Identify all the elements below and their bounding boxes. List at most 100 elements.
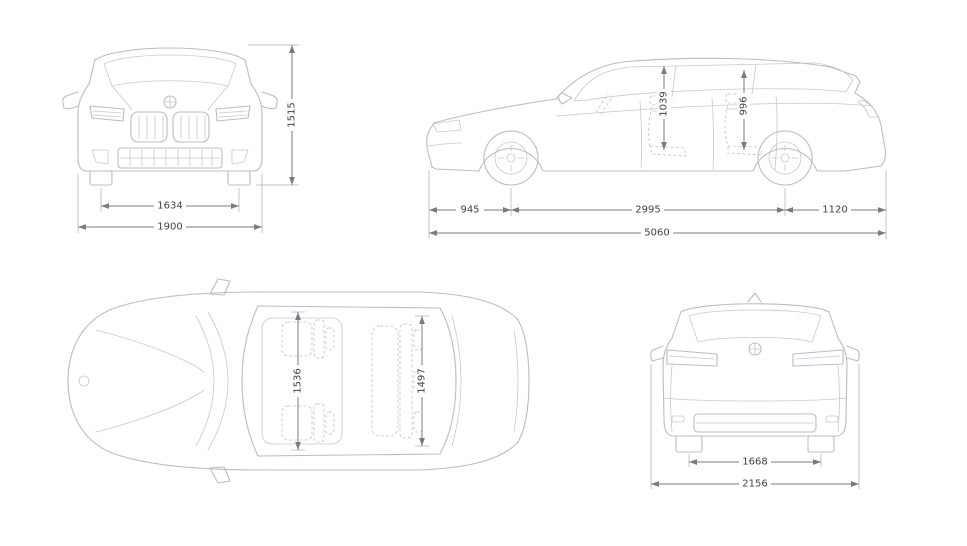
top-dimensions: 1536 1497 — [291, 311, 429, 451]
side-mirror — [557, 92, 573, 105]
front-seat-left-cushion — [281, 321, 313, 357]
rear-bench-cushion — [371, 325, 399, 437]
front-seat-right-headrest — [325, 411, 335, 435]
front-mirror-left — [62, 91, 79, 110]
front-seat-headrest — [649, 95, 664, 106]
front-dimensions: 1515 1634 1900 — [77, 44, 299, 234]
front-wheel-rim — [494, 141, 528, 175]
dim-label-rear-overhang: 1120 — [822, 205, 847, 216]
top-spoiler-edge — [513, 329, 519, 433]
rear-wheel-tire — [757, 130, 813, 186]
rear-wheel-hub — [780, 153, 790, 163]
top-sunroof — [261, 317, 343, 445]
top-body-outline — [67, 291, 530, 471]
side-length-dimensions: 945 2995 1120 5060 — [428, 170, 887, 240]
side-c-pillar — [751, 63, 757, 95]
side-interior-dimensions: 1039 996 — [657, 66, 751, 150]
front-side-scoop-left — [91, 149, 109, 165]
kidney-grille-right — [172, 111, 210, 143]
top-roof-panel — [241, 305, 457, 457]
top-view: 1536 1497 — [67, 278, 530, 484]
front-view: 1515 1634 1900 — [62, 44, 299, 234]
dim-label-front-interior-width: 1536 — [293, 368, 304, 393]
dim-label-front-overhang: 945 — [460, 205, 479, 216]
top-hood-crease-lower — [95, 389, 205, 433]
rear-wheel-right — [807, 435, 835, 453]
top-interior — [281, 319, 423, 443]
rear-wheel-left — [675, 435, 703, 453]
rear-tailgate-cut-right — [837, 365, 840, 433]
dim-label-wheelbase: 2995 — [635, 205, 660, 216]
rear-wheel-spokes — [771, 144, 799, 172]
front-seat-right-cushion — [281, 405, 313, 441]
taillight-right — [792, 349, 844, 367]
rear-dimensions: 1668 2156 — [650, 364, 860, 491]
rear-window — [688, 309, 822, 343]
dim-label-front-track: 1634 — [157, 201, 182, 212]
top-hood-crease-upper — [95, 329, 205, 373]
side-door-line-front — [639, 100, 643, 169]
dim-label-rear-headroom: 996 — [739, 96, 750, 115]
side-headlight — [432, 119, 462, 133]
rear-body-outline — [662, 303, 848, 437]
top-mirror-upper — [209, 278, 231, 296]
dim-label-rear-track: 1668 — [742, 457, 767, 468]
side-door-line-mid — [711, 97, 715, 170]
front-windshield — [103, 54, 237, 87]
side-front-bumper-line — [427, 142, 463, 147]
front-wheel-right — [227, 170, 251, 186]
grille-slats — [138, 115, 206, 140]
front-seat-right-backrest — [313, 403, 325, 443]
side-glasshouse — [573, 62, 854, 102]
front-wheel-spokes — [497, 144, 525, 172]
brand-roundel-front-cross — [163, 95, 177, 109]
headlight-left-slats — [92, 110, 122, 118]
rear-reflector-right — [825, 415, 839, 423]
side-taillight — [857, 99, 879, 118]
headlight-right-slats — [218, 110, 248, 118]
brand-roundel-top — [78, 375, 90, 387]
dim-label-rear-interior-width: 1497 — [417, 368, 428, 393]
rear-antenna-fin — [747, 292, 762, 303]
headlight-left — [89, 105, 125, 122]
rear-mirror-left — [650, 345, 664, 362]
rear-view: 1668 2156 — [650, 292, 860, 491]
rear-mirror-right — [846, 345, 860, 362]
steering-wheel — [595, 93, 614, 115]
taillight-right-slat — [795, 355, 841, 360]
front-hood-crease-left — [111, 85, 133, 111]
taillight-left — [666, 349, 718, 367]
top-windshield-edge — [207, 311, 229, 451]
front-mirror-right — [261, 91, 278, 110]
headlight-right — [215, 105, 251, 122]
front-wheel-tire — [483, 130, 539, 186]
front-seat-backrest — [648, 106, 653, 147]
rear-seat-cushion — [727, 145, 763, 156]
front-hood-crease-right — [207, 85, 229, 111]
dim-label-front-headroom: 1039 — [659, 91, 670, 116]
taillight-left-slat — [669, 355, 715, 360]
rear-tailgate-cut-left — [670, 365, 673, 433]
top-mirror-lower — [209, 466, 231, 484]
brand-roundel-rear-cross — [748, 342, 762, 356]
side-b-pillar — [671, 65, 677, 98]
rear-wheel-rim — [768, 141, 802, 175]
side-character-line — [555, 102, 873, 117]
top-rear-window-edge — [451, 315, 462, 447]
rear-headrest-right — [413, 411, 423, 433]
rear-headrest-left — [413, 329, 423, 351]
front-wheel-hub — [506, 153, 516, 163]
dim-label-height: 1515 — [287, 102, 298, 127]
dim-label-overall-width: 1900 — [157, 222, 182, 233]
front-body-outline — [77, 47, 263, 172]
rear-diffuser — [693, 413, 817, 433]
rear-seat-headrest — [725, 93, 740, 104]
front-side-scoop-right — [231, 149, 249, 165]
rear-seat-backrest — [724, 104, 729, 147]
rear-bumper-line — [663, 397, 847, 402]
kidney-grille-left — [130, 111, 168, 143]
rear-bench-backrest — [399, 323, 413, 439]
side-interior — [595, 93, 763, 157]
